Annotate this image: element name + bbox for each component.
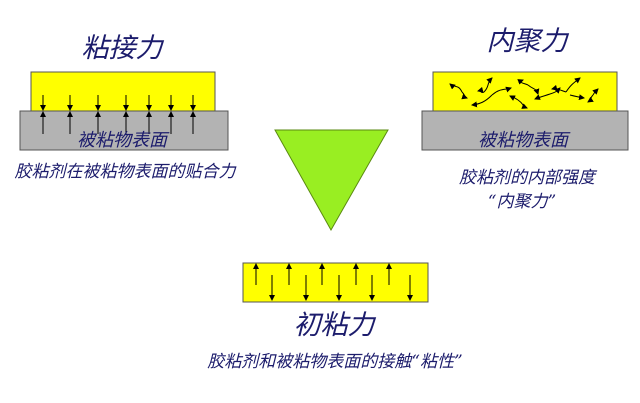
adhesion-arrows [40, 95, 196, 134]
adhesive-layer [30, 71, 216, 112]
arrow [449, 83, 463, 93]
arrow [565, 77, 581, 93]
tack-arrows [253, 263, 413, 301]
arrow [471, 94, 493, 108]
arrow [477, 86, 485, 94]
adhesion-caption: 胶粘剂在被粘物表面的贴合力 [15, 162, 238, 182]
arrow [509, 95, 519, 101]
arrow [491, 86, 512, 96]
adhesion-panel: 粘接力 被粘物表面 胶粘剂在被粘物表面的贴合力 [15, 33, 238, 182]
adhesive-layer [432, 71, 618, 112]
down-triangle-icon [274, 129, 389, 232]
arrow [517, 79, 529, 86]
arrow [569, 94, 585, 101]
tack-title: 初粘力 [294, 310, 377, 341]
adhesion-title: 粘接力 [82, 33, 165, 64]
cohesion-caption-line2: “内聚力” [488, 192, 556, 212]
arrow [483, 77, 493, 93]
arrow [534, 93, 551, 100]
arrow [592, 88, 599, 96]
tack-panel: 初粘力 胶粘剂和被粘物表面的接触“粘性” [207, 262, 463, 372]
substrate-block [421, 110, 629, 151]
arrow [517, 99, 528, 109]
cohesion-arrows [449, 77, 599, 109]
cohesion-substrate-label: 被粘物表面 [478, 130, 571, 151]
arrow [549, 87, 561, 95]
arrow [527, 84, 540, 95]
arrow [551, 84, 567, 93]
arrow [461, 91, 468, 100]
cohesion-title: 内聚力 [487, 26, 570, 57]
tack-caption: 胶粘剂和被粘物表面的接触“粘性” [207, 352, 462, 372]
cohesion-caption-line1: 胶粘剂的内部强度 [459, 168, 598, 188]
adhesive-layer [242, 262, 429, 303]
arrow [587, 94, 594, 103]
adhesion-substrate-label: 被粘物表面 [77, 130, 170, 151]
cohesion-panel: 内聚力 被粘物表面 胶粘剂的内部强度 “内聚力” [421, 26, 629, 212]
